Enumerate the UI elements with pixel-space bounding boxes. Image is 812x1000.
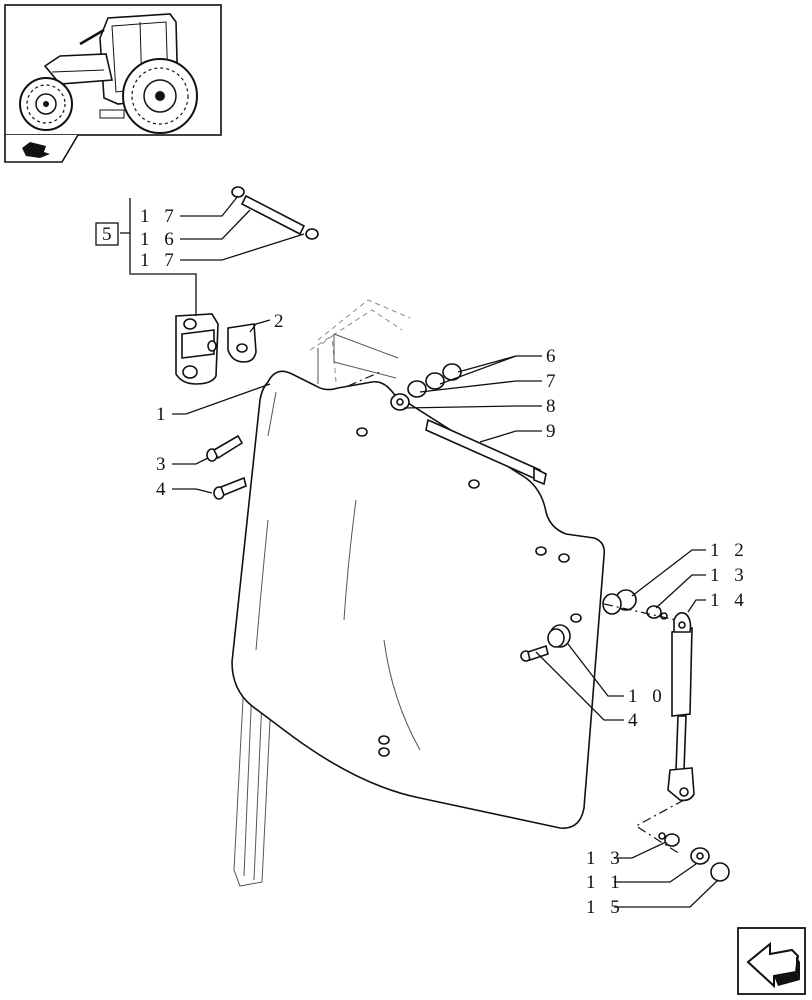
- callout-9: 9: [546, 421, 561, 442]
- tractor-thumbnail-icon: [4, 4, 222, 136]
- callout-4-lower: 4: [628, 710, 643, 731]
- strut-lower-mount-part: [634, 799, 730, 882]
- cab-frame-outline: [233, 299, 411, 887]
- callout-15: 1 5: [586, 897, 625, 918]
- callout-8: 8: [546, 396, 561, 417]
- callout-16: 1 6: [140, 229, 179, 250]
- screw-part: [206, 434, 247, 500]
- group-5-bracket: [95, 198, 197, 316]
- strut-upper-mount-part: [602, 589, 677, 621]
- callout-3: 3: [156, 454, 171, 475]
- washer-stack-part: [390, 363, 462, 411]
- callout-17-top: 1 7: [140, 206, 179, 227]
- callout-4: 4: [156, 479, 171, 500]
- callout-10: 1 0: [628, 686, 667, 707]
- callout-11: 1 1: [586, 872, 625, 893]
- seal-strip-part: [425, 418, 547, 486]
- next-page-arrow-icon[interactable]: [737, 927, 806, 995]
- callout-12: 1 2: [710, 540, 749, 561]
- callout-2: 2: [274, 311, 289, 332]
- callout-6: 6: [546, 346, 561, 367]
- callout-13-bottom: 1 3: [586, 848, 625, 869]
- callout-5: 5: [102, 224, 112, 245]
- glass-mount-part: [520, 624, 571, 662]
- rear-window-glass: [231, 370, 606, 829]
- callout-1: 1: [156, 404, 171, 425]
- callout-labels: 1 7 1 6 1 7 5 2 1 3 4 6 7 8 9 1 2 1 3 1 …: [102, 206, 749, 918]
- hinge-part: [175, 313, 219, 385]
- section-marker-icon: [4, 134, 79, 163]
- gas-strut-part: [667, 612, 695, 802]
- bracket-part: [227, 323, 257, 363]
- leader-lines: [172, 195, 719, 908]
- callout-14: 1 4: [710, 590, 749, 611]
- callout-13-top: 1 3: [710, 565, 749, 586]
- callout-7: 7: [546, 371, 561, 392]
- hinge-pin-part: [231, 186, 319, 240]
- callout-17-bottom: 1 7: [140, 250, 179, 271]
